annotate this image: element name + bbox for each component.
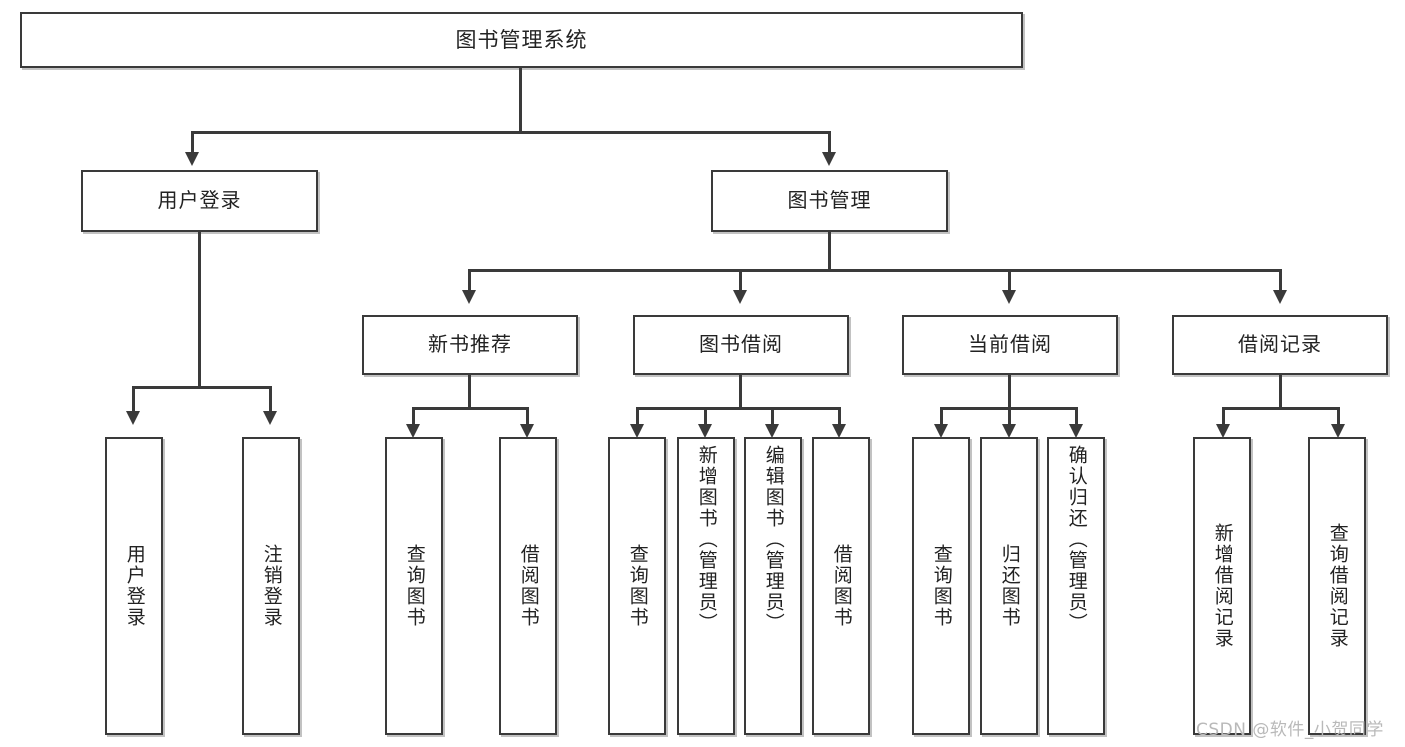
leaf-cb-return-book[interactable]: 归还图书 [980,437,1038,735]
connector-cb-drop-3 [1075,407,1078,426]
leaf-bb-query-book[interactable]: 查询图书 [608,437,666,735]
connector-root-bus [191,131,831,134]
node-label: 注销登录 [260,544,283,628]
connector-book-manage-stem [828,232,831,271]
arrowhead-nb-borrow-book [520,424,534,438]
csdn-watermark: CSDN @软件_小贺同学 [1196,720,1384,740]
connector-new-book-bus [412,407,529,410]
leaf-nb-query-book[interactable]: 查询图书 [385,437,443,735]
node-label: 图书借阅 [699,332,783,357]
arrowhead-leaf-user-login [126,411,140,425]
connector-cb-drop-2 [1008,407,1011,426]
arrowhead-bb-borrow-book [832,424,846,438]
connector-new-book-drop-2 [526,407,529,426]
node-current-borrow[interactable]: 当前借阅 [902,315,1118,375]
connector-to-current-borrow [1008,269,1011,292]
arrowhead-nb-query-book [406,424,420,438]
node-label: 图书管理 [787,188,872,213]
connector-borrow-record-stem [1279,375,1282,409]
leaf-br-query-record[interactable]: 查询借阅记录 [1308,437,1366,735]
node-borrow-record[interactable]: 借阅记录 [1172,315,1388,375]
connector-to-book-borrow [739,269,742,292]
node-label: 借阅图书 [517,544,540,628]
arrowhead-br-query-record [1331,424,1345,438]
connector-root-to-user-login [191,131,194,155]
arrowhead-user-login [185,152,199,166]
connector-new-book-drop-1 [412,407,415,426]
node-label: 查询图书 [930,544,953,628]
arrowhead-leaf-logout [263,411,277,425]
node-root-system[interactable]: 图书管理系统 [20,12,1023,68]
leaf-br-add-record[interactable]: 新增借阅记录 [1193,437,1251,735]
connector-book-borrow-stem [739,375,742,409]
arrowhead-book-manage [822,152,836,166]
connector-user-login-drop-1 [132,386,135,412]
arrowhead-borrow-record [1273,290,1287,304]
connector-new-book-stem [468,375,471,409]
node-label: 查询借阅记录 [1326,523,1349,649]
connector-borrow-record-bus [1222,407,1340,410]
connector-current-borrow-stem [1008,375,1011,409]
connector-user-login-drop-2 [269,386,272,412]
node-label: 用户登录 [123,544,146,628]
leaf-nb-borrow-book[interactable]: 借阅图书 [499,437,557,735]
node-label: 新增借阅记录 [1211,523,1234,649]
leaf-logout[interactable]: 注销登录 [242,437,300,735]
connector-root-stem [519,68,522,133]
connector-user-login-bus [132,386,269,389]
connector-bb-drop-2 [704,407,707,426]
node-book-borrow[interactable]: 图书借阅 [633,315,849,375]
node-book-manage[interactable]: 图书管理 [711,170,948,232]
node-label: 新书推荐 [428,332,512,357]
node-label: 确认归还（管理员） [1065,445,1088,634]
node-label: 图书管理系统 [455,27,588,52]
node-label: 归还图书 [998,544,1021,628]
leaf-user-login[interactable]: 用户登录 [105,437,163,735]
connector-cb-drop-1 [940,407,943,426]
node-label: 借阅记录 [1238,332,1322,357]
leaf-bb-borrow-book[interactable]: 借阅图书 [812,437,870,735]
node-label: 借阅图书 [830,544,853,628]
arrowhead-current-borrow [1002,290,1016,304]
arrowhead-br-add-record [1216,424,1230,438]
connector-bb-drop-1 [636,407,639,426]
node-new-book-recommend[interactable]: 新书推荐 [362,315,578,375]
connector-user-login-stem [198,232,201,388]
arrowhead-cb-query-book [934,424,948,438]
leaf-cb-query-book[interactable]: 查询图书 [912,437,970,735]
node-label: 查询图书 [403,544,426,628]
arrowhead-new-book [462,290,476,304]
connector-bb-drop-3 [771,407,774,426]
arrowhead-bb-query-book [630,424,644,438]
node-label: 新增图书（管理员） [695,445,718,634]
node-label: 查询图书 [626,544,649,628]
connector-br-drop-2 [1337,407,1340,426]
leaf-cb-confirm-return[interactable]: 确认归还（管理员） [1047,437,1105,735]
node-label: 当前借阅 [968,332,1052,357]
connector-to-borrow-record [1279,269,1282,292]
leaf-bb-edit-book[interactable]: 编辑图书（管理员） [744,437,802,735]
node-user-login[interactable]: 用户登录 [81,170,318,232]
leaf-bb-add-book[interactable]: 新增图书（管理员） [677,437,735,735]
arrowhead-bb-edit-book [765,424,779,438]
arrowhead-cb-confirm-return [1069,424,1083,438]
connector-br-drop-1 [1222,407,1225,426]
arrowhead-cb-return-book [1002,424,1016,438]
connector-root-to-book-manage [828,131,831,155]
arrowhead-bb-add-book [698,424,712,438]
connector-book-borrow-bus [636,407,840,410]
arrowhead-book-borrow [733,290,747,304]
node-label: 用户登录 [157,188,242,213]
connector-book-manage-bus [468,269,1282,272]
connector-bb-drop-4 [838,407,841,426]
connector-to-new-book [468,269,471,292]
node-label: 编辑图书（管理员） [762,445,785,634]
